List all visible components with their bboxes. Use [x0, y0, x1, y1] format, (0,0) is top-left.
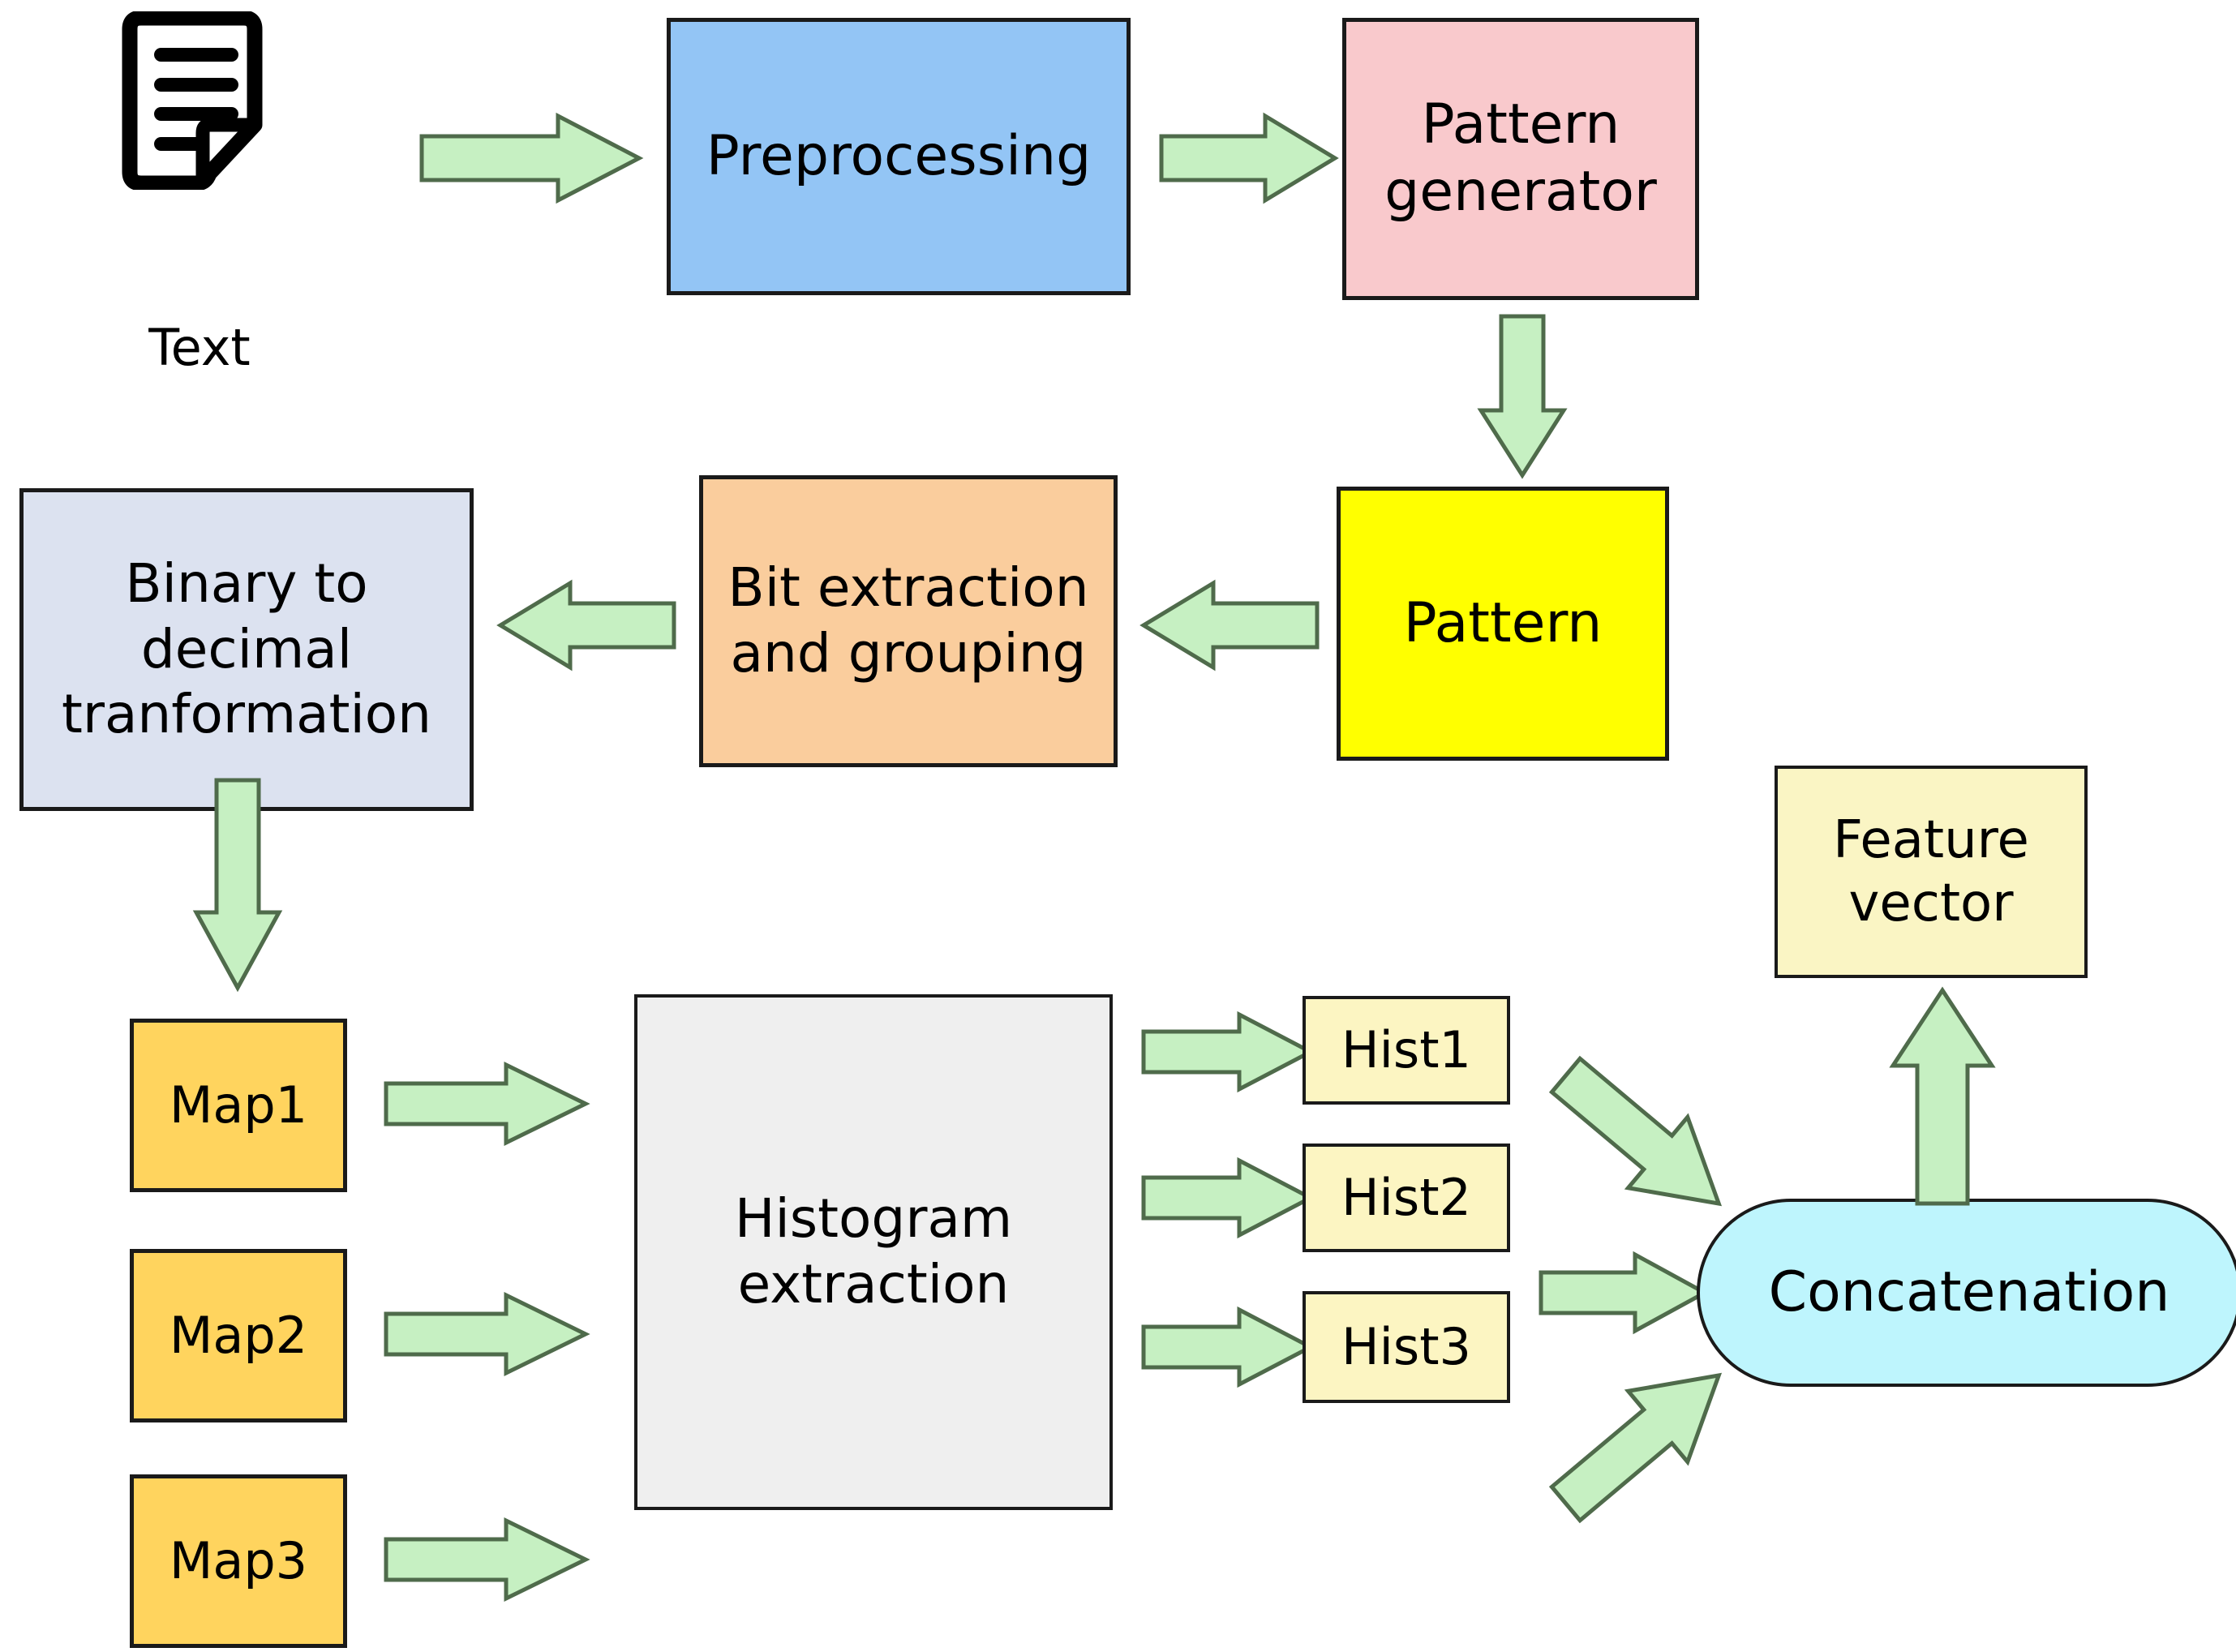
node-histogram-extraction[interactable]: Histogram extraction — [634, 994, 1113, 1510]
arrow-hist3-to-concatenation — [1541, 1346, 1744, 1533]
text-source-label: Text — [148, 318, 251, 377]
node-pattern-generator[interactable]: Pattern generator — [1342, 18, 1699, 300]
arrow-pattern-to-bit-extraction — [1139, 579, 1320, 672]
node-map1[interactable]: Map1 — [130, 1019, 347, 1192]
arrow-histogram-extraction-to-hist2 — [1141, 1156, 1315, 1239]
arrow-histogram-extraction-to-hist1 — [1141, 1011, 1315, 1093]
arrow-histogram-extraction-to-hist3 — [1141, 1306, 1315, 1388]
node-map2[interactable]: Map2 — [130, 1249, 347, 1422]
node-bit-extraction[interactable]: Bit extraction and grouping — [699, 475, 1118, 767]
node-hist2[interactable]: Hist2 — [1303, 1144, 1510, 1252]
node-feature-vector[interactable]: Feature vector — [1775, 766, 2088, 978]
node-pattern[interactable]: Pattern — [1337, 487, 1669, 761]
arrow-map3-to-histogram-extraction — [384, 1517, 590, 1603]
arrow-hist2-to-concatenation — [1539, 1251, 1710, 1335]
arrow-bit-extraction-to-binary-to-decimal — [496, 579, 676, 672]
document-text-icon — [122, 11, 277, 190]
node-hist3[interactable]: Hist3 — [1303, 1291, 1510, 1403]
node-map3[interactable]: Map3 — [130, 1474, 347, 1648]
arrow-binary-to-decimal-to-map1 — [192, 778, 283, 993]
node-concatenation[interactable]: Concatenation — [1697, 1199, 2236, 1387]
arrow-concatenation-to-feature-vector — [1889, 986, 1996, 1206]
arrow-map1-to-histogram-extraction — [384, 1061, 590, 1147]
node-binary-to-decimal[interactable]: Binary to decimal tranformation — [19, 488, 474, 811]
arrow-pattern-generator-to-pattern — [1477, 314, 1568, 479]
node-preprocessing[interactable]: Preprocessing — [667, 18, 1131, 295]
arrow-preprocessing-to-pattern-generator — [1159, 112, 1339, 204]
node-hist1[interactable]: Hist1 — [1303, 996, 1510, 1105]
arrow-map2-to-histogram-extraction — [384, 1291, 590, 1377]
arrow-text-to-preprocessing — [419, 112, 644, 204]
arrow-hist1-to-concatenation — [1541, 1046, 1744, 1233]
